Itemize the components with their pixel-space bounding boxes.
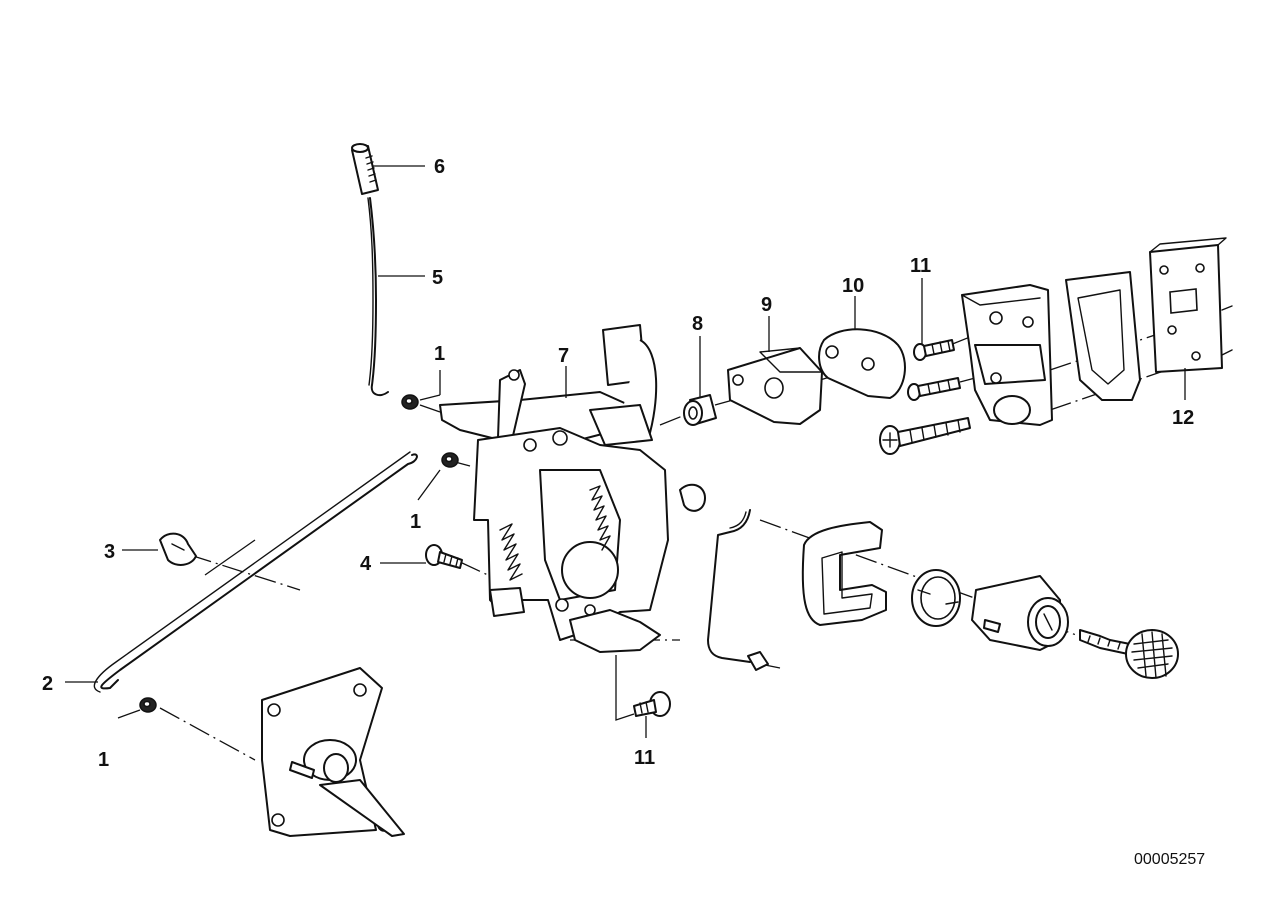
striker-bracket — [961, 284, 1053, 426]
part-1-bushing-bottom — [139, 697, 157, 713]
callout-4: 4 — [360, 553, 372, 575]
callout-6: 6 — [434, 156, 445, 178]
part-9-housing-block — [727, 347, 823, 425]
part-1-bushing-middle — [441, 452, 459, 468]
callout-5: 5 — [432, 267, 443, 289]
part-2-long-rod — [93, 451, 418, 693]
part-6-lock-knob — [351, 143, 379, 195]
gasket-frame — [1065, 271, 1141, 401]
diagram-reference-number: 00005257 — [1134, 851, 1205, 868]
key — [1079, 629, 1179, 679]
part-10-cover-plate — [818, 328, 906, 399]
callout-8: 8 — [692, 313, 703, 335]
callout-12: 12 — [1172, 407, 1194, 429]
callout-3: 3 — [104, 541, 115, 563]
part-5-push-rod — [367, 197, 389, 397]
cylinder-frame — [801, 521, 887, 626]
part-11-screw-top — [913, 339, 955, 361]
callout-11-top: 11 — [910, 255, 931, 277]
part-3-clip — [159, 532, 197, 566]
leader-lines — [65, 165, 1186, 738]
part-4-screw — [425, 544, 463, 569]
part-12-striker-plate — [1149, 237, 1233, 373]
retaining-ring — [911, 569, 961, 627]
screw-long — [879, 417, 971, 455]
part-7-lock-mechanism — [439, 324, 706, 653]
callouts: 6 5 1 1 1 2 3 4 7 8 9 10 11 11 12 000052… — [42, 156, 1205, 868]
callout-9: 9 — [761, 294, 772, 316]
callout-1-bottom: 1 — [98, 749, 109, 771]
callout-11-bottom: 11 — [634, 747, 655, 769]
part-1-bushing-top — [401, 394, 419, 410]
callout-2: 2 — [42, 673, 53, 695]
lock-cylinder — [971, 575, 1069, 651]
callout-1-top: 1 — [434, 343, 445, 365]
callout-10: 10 — [842, 275, 864, 297]
callout-1-middle: 1 — [410, 511, 421, 533]
part-8-sleeve — [683, 394, 717, 426]
screw-middle — [907, 377, 961, 401]
outer-rod — [707, 509, 769, 671]
callout-7: 7 — [558, 345, 569, 367]
inner-handle-bracket — [261, 667, 405, 837]
part-11-screw-bottom — [633, 691, 671, 717]
